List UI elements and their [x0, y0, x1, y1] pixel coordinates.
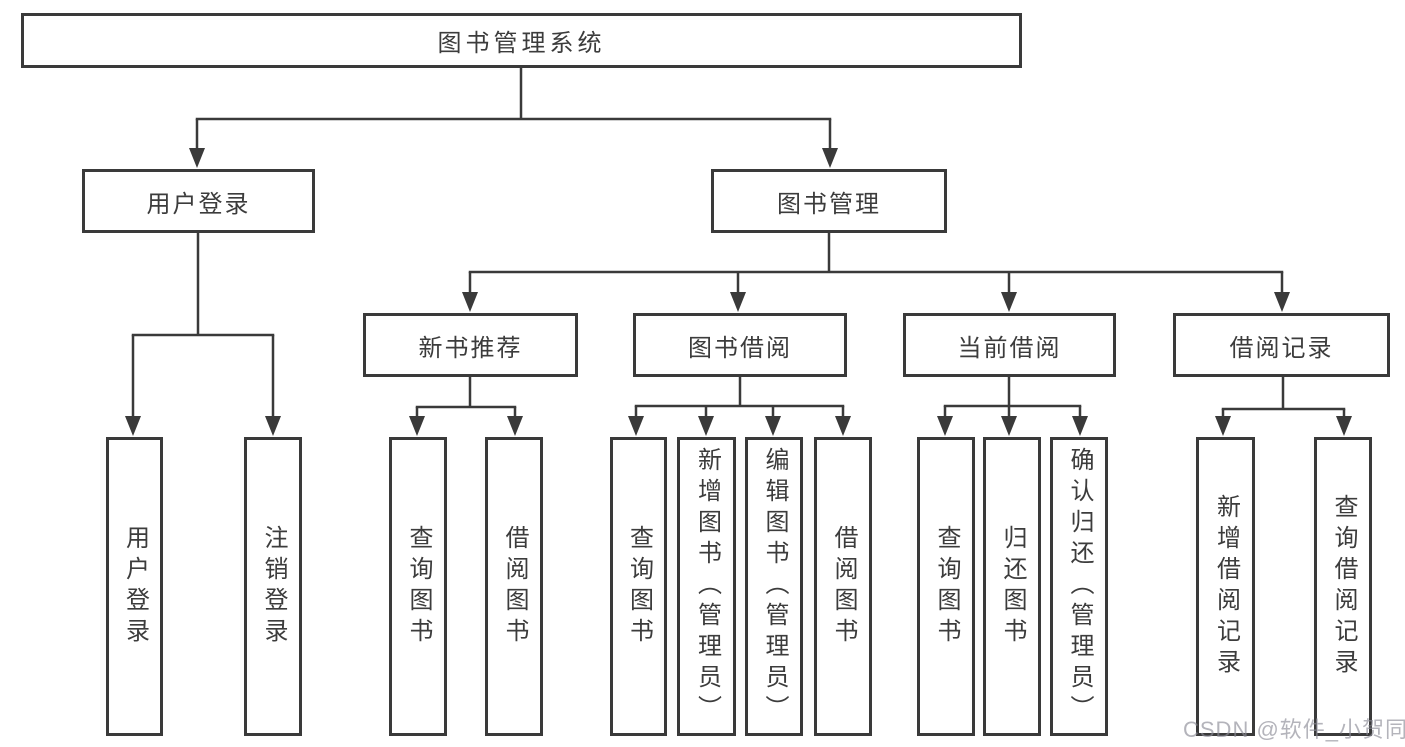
node-label: 归还图书	[999, 524, 1026, 649]
node-user-login: 用户登录	[82, 169, 315, 233]
node-label: 借阅图书	[830, 524, 857, 649]
node-label: 查询借阅记录	[1330, 493, 1357, 680]
node-library-management-system: 图书管理系统	[21, 13, 1022, 68]
node-label: 新增借阅记录	[1212, 493, 1240, 680]
csdn-watermark: CSDN @软件_小贺同学	[1183, 717, 1405, 742]
leaf-bb-edit-books-admin: 编辑图书（管理员）	[745, 437, 803, 736]
leaf-logout: 注销登录	[244, 437, 302, 736]
node-label: 查询图书	[625, 524, 653, 649]
node-label: 查询图书	[933, 524, 960, 649]
node-label: 编辑图书（管理员）	[761, 447, 788, 726]
node-label: 借阅图书	[501, 524, 528, 649]
node-label: 新书推荐	[418, 334, 523, 362]
node-current-borrowing: 当前借阅	[903, 313, 1116, 377]
node-borrowing-records: 借阅记录	[1173, 313, 1390, 377]
leaf-bb-query-books: 查询图书	[610, 437, 667, 736]
arrowheads	[125, 148, 1352, 436]
node-label: 用户登录	[121, 524, 149, 649]
leaf-bb-add-books-admin: 新增图书（管理员）	[677, 437, 736, 736]
node-label: 用户登录	[146, 190, 251, 218]
node-book-borrowing: 图书借阅	[633, 313, 847, 377]
leaf-cb-confirm-return-admin: 确认归还（管理员）	[1050, 437, 1108, 736]
node-label: 当前借阅	[957, 334, 1062, 362]
leaf-nbr-query-books: 查询图书	[389, 437, 447, 736]
leaf-cb-query-books: 查询图书	[917, 437, 975, 736]
node-label: 新增图书（管理员）	[693, 447, 721, 726]
leaf-user-login: 用户登录	[106, 437, 163, 736]
node-label: 图书借阅	[688, 334, 792, 362]
leaf-br-add-borrow-record: 新增借阅记录	[1196, 437, 1255, 736]
node-new-book-recommendation: 新书推荐	[363, 313, 578, 377]
leaf-br-query-borrow-record: 查询借阅记录	[1314, 437, 1372, 736]
node-label: 借阅记录	[1229, 334, 1334, 362]
leaf-bb-borrow-books: 借阅图书	[814, 437, 872, 736]
node-label: 图书管理系统	[437, 30, 606, 57]
node-label: 查询图书	[405, 524, 432, 649]
node-label: 注销登录	[260, 524, 287, 649]
node-label: 图书管理	[777, 190, 881, 218]
node-book-management: 图书管理	[711, 169, 947, 233]
node-label: 确认归还（管理员）	[1066, 447, 1093, 726]
leaf-cb-return-books: 归还图书	[983, 437, 1041, 736]
leaf-nbr-borrow-books: 借阅图书	[485, 437, 543, 736]
